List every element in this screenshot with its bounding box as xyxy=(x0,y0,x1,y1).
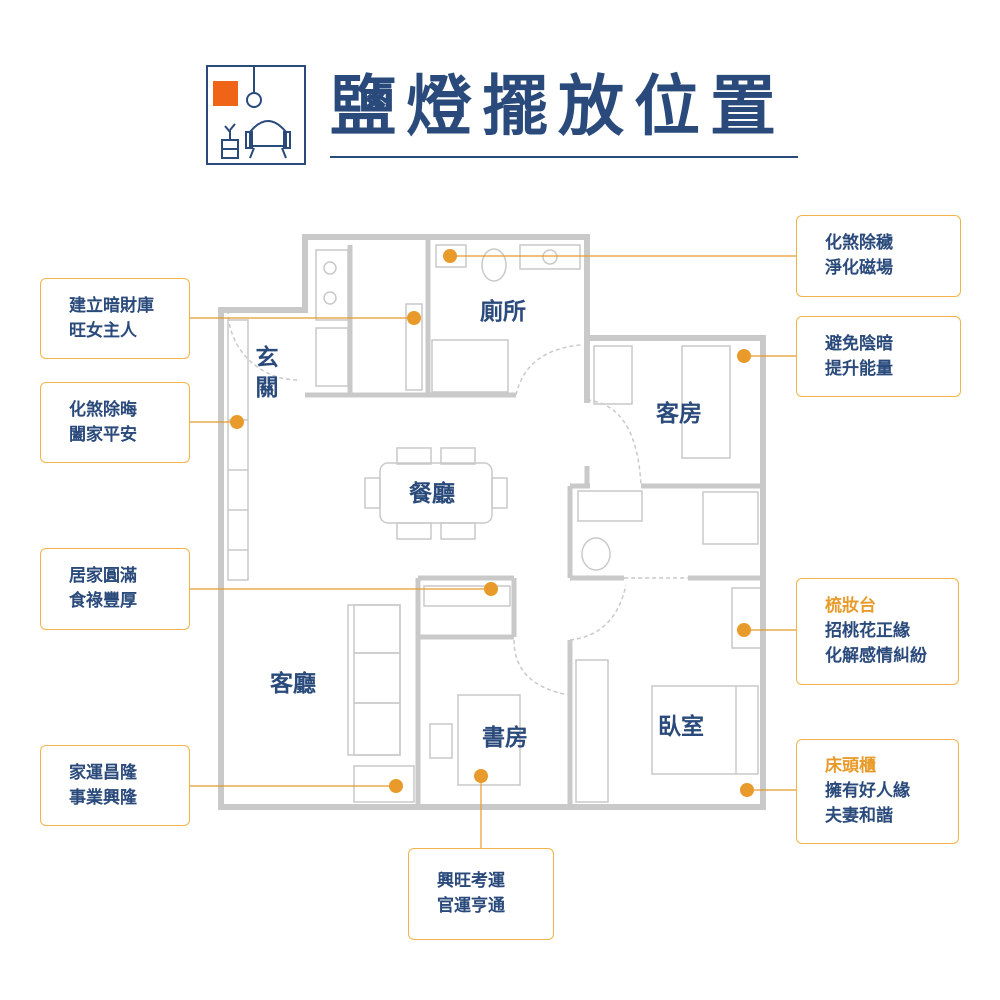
note-text: 夫妻和諧 xyxy=(825,806,893,826)
note-text: 闔家平安 xyxy=(69,424,137,445)
note-guest-room: 避免陰暗 提升能量 xyxy=(796,316,961,397)
note-study: 興旺考運 官運亨通 xyxy=(408,848,554,940)
room-label-guest-room: 客房 xyxy=(656,401,702,427)
note-nightstand: 床頭櫃 擁有好人緣 夫妻和諧 xyxy=(796,739,959,844)
room-label-bedroom: 臥室 xyxy=(658,714,704,740)
room-label-dining: 餐廳 xyxy=(409,481,455,507)
note-text: 擁有好人緣 xyxy=(825,781,910,801)
note-living-room: 家運昌隆 事業興隆 xyxy=(40,745,190,826)
salt-lamp-marker-guest-room xyxy=(737,349,751,363)
note-text: 居家圓滿 xyxy=(69,566,137,586)
room-label-study: 書房 xyxy=(482,725,528,751)
note-text: 旺女主人 xyxy=(69,320,137,341)
room-label-entrance: 玄關 xyxy=(255,345,279,401)
note-dining-cabinet: 居家圓滿 食祿豐厚 xyxy=(40,548,190,630)
salt-lamp-marker-dining-cabinet xyxy=(484,582,498,596)
salt-lamp-marker-toilet xyxy=(443,249,457,263)
note-text: 化煞除穢 xyxy=(825,233,893,253)
salt-lamp-marker-study xyxy=(474,769,488,783)
note-text: 事業興隆 xyxy=(69,787,137,808)
salt-lamp-marker-left-wall xyxy=(230,415,244,429)
salt-lamp-marker-vanity xyxy=(737,623,751,637)
salt-lamp-marker-living-room xyxy=(389,779,403,793)
note-text: 官運亨通 xyxy=(437,896,505,916)
page-title: 鹽燈擺放位置 xyxy=(330,68,786,145)
note-text: 興旺考運 xyxy=(437,871,505,891)
note-text: 避免陰暗 xyxy=(825,333,893,354)
note-vanity: 梳妝台 招桃花正緣 化解感情糾紛 xyxy=(796,578,959,685)
title-underline xyxy=(330,156,798,158)
note-text: 淨化磁場 xyxy=(825,258,893,278)
note-text: 提升能量 xyxy=(825,358,893,379)
note-left-wall: 化煞除晦 闔家平安 xyxy=(40,382,190,463)
note-text: 家運昌隆 xyxy=(69,762,137,783)
note-heading: 梳妝台 xyxy=(825,596,876,616)
salt-lamp-marker-entrance xyxy=(407,311,421,325)
note-text: 建立暗財庫 xyxy=(69,295,154,316)
room-label-living: 客廳 xyxy=(270,671,316,697)
note-text: 招桃花正緣 xyxy=(825,621,910,641)
note-text: 食祿豐厚 xyxy=(69,591,137,611)
note-entrance: 建立暗財庫 旺女主人 xyxy=(40,278,190,359)
note-text: 化煞除晦 xyxy=(69,399,137,420)
note-toilet: 化煞除穢 淨化磁場 xyxy=(796,215,961,297)
salt-lamp-marker-nightstand xyxy=(740,783,754,797)
note-heading: 床頭櫃 xyxy=(825,756,876,776)
room-label-toilet: 廁所 xyxy=(480,299,526,325)
note-text: 化解感情糾紛 xyxy=(825,646,927,666)
